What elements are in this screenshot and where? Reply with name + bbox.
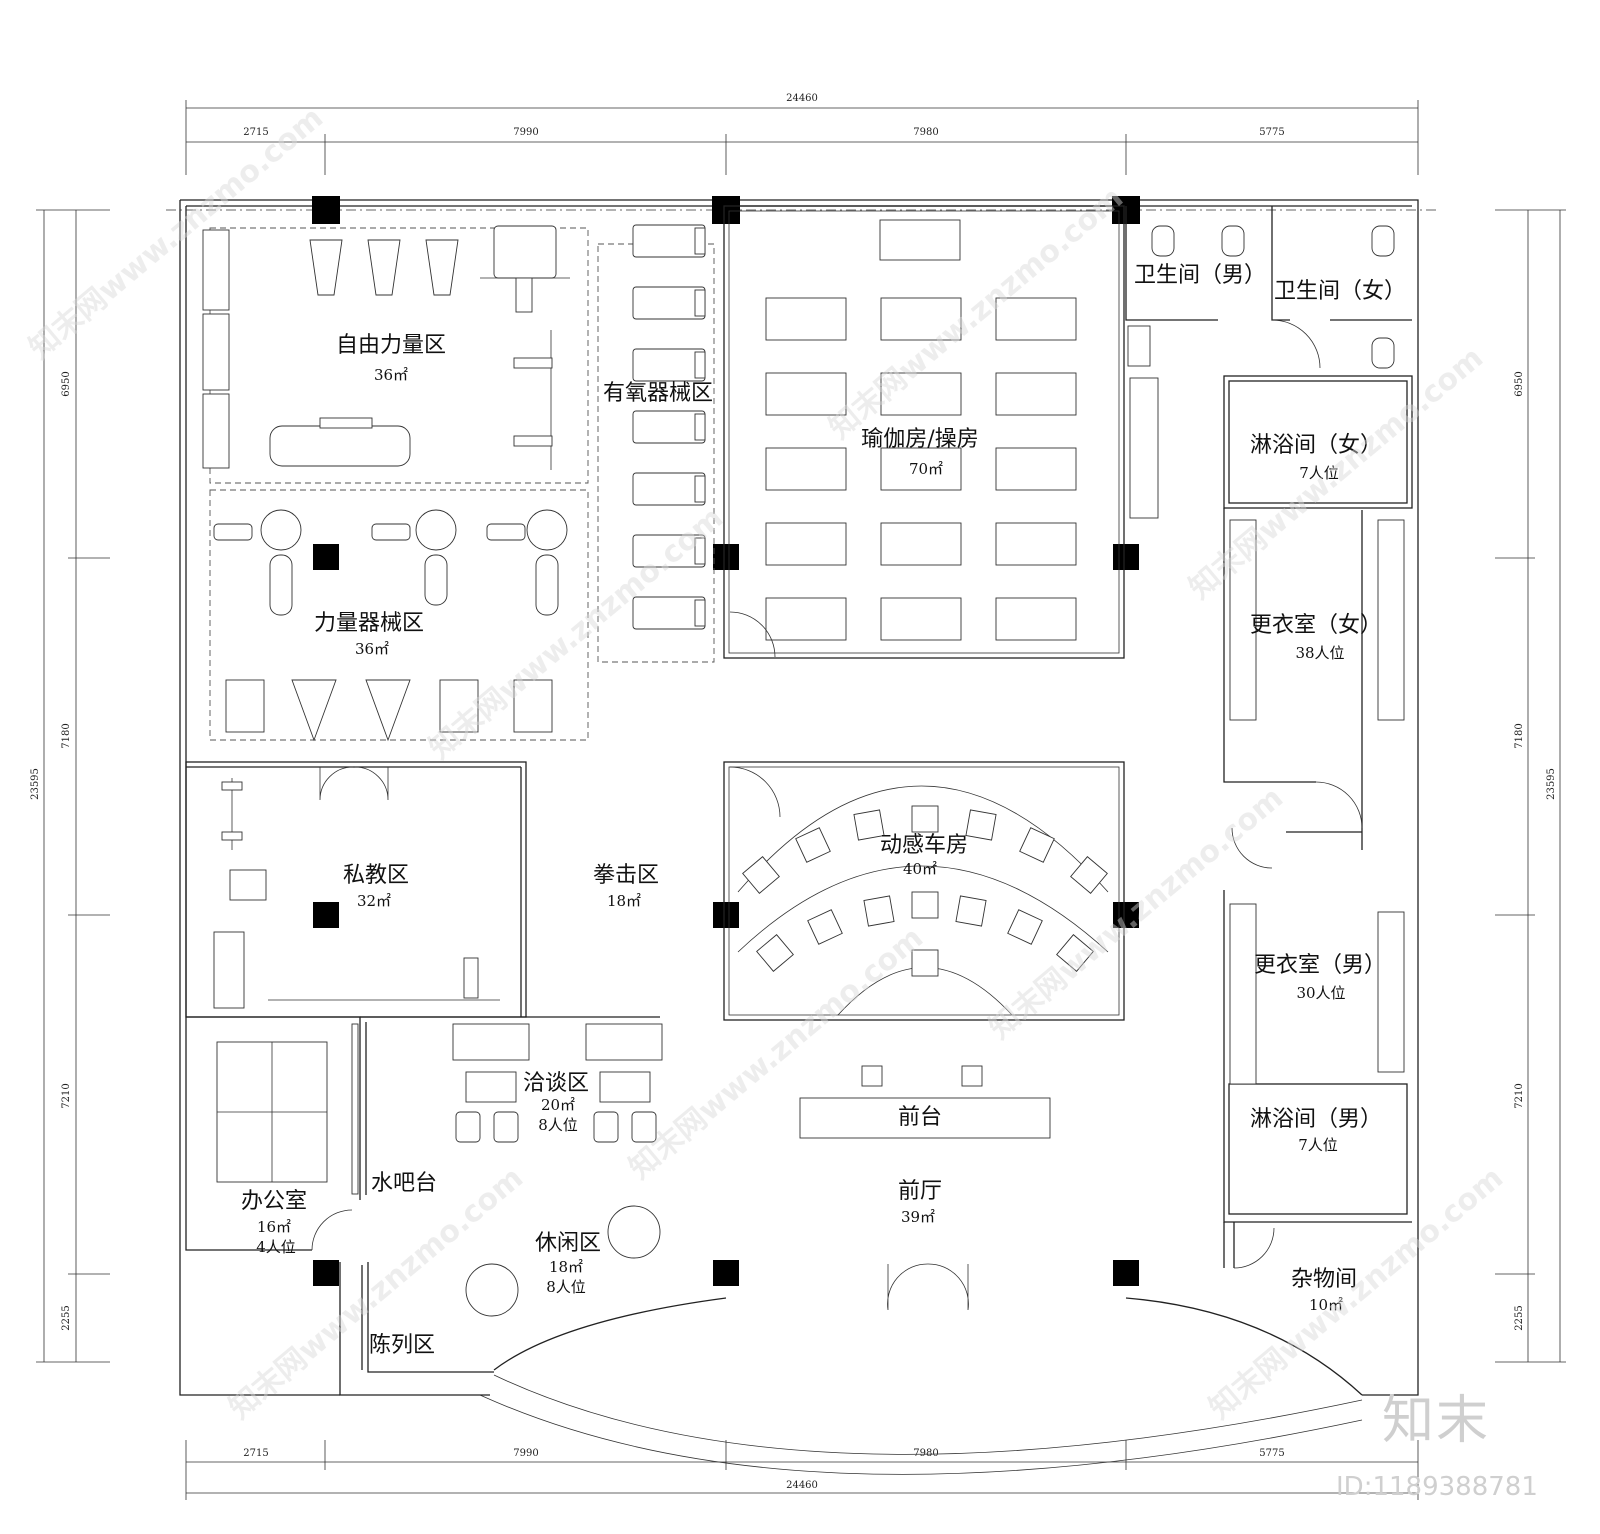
dim-y2-left: 7180 bbox=[61, 723, 72, 748]
area-negotiation: 20㎡ bbox=[541, 1096, 575, 1114]
treadmills bbox=[632, 224, 706, 630]
dim-total-width-bottom: 24460 bbox=[786, 1480, 818, 1491]
dim-x3-top: 7980 bbox=[913, 127, 938, 138]
dim-y1-right: 6950 bbox=[1514, 371, 1525, 396]
capacity-shower-men: 7人位 bbox=[1298, 1136, 1338, 1154]
capacity-office: 4人位 bbox=[256, 1238, 296, 1256]
dim-y4-right: 2255 bbox=[1514, 1305, 1525, 1330]
capacity-negotiation: 8人位 bbox=[538, 1116, 578, 1134]
label-wc-women: 卫生间（女） bbox=[1274, 279, 1406, 304]
dim-total-height-left: 23595 bbox=[30, 768, 41, 800]
label-reception: 前台 bbox=[898, 1105, 942, 1130]
label-office: 办公室 bbox=[241, 1189, 307, 1214]
area-boxing: 18㎡ bbox=[607, 892, 641, 910]
label-strength-machines: 力量器械区 bbox=[314, 611, 424, 636]
area-storage: 10㎡ bbox=[1309, 1296, 1343, 1314]
dim-x1-bottom: 2715 bbox=[243, 1448, 268, 1459]
dim-total-width-top: 24460 bbox=[786, 93, 818, 104]
personal-training-equipment bbox=[213, 778, 500, 1009]
area-lobby: 39㎡ bbox=[901, 1208, 935, 1226]
area-yoga: 70㎡ bbox=[909, 460, 943, 478]
interior-walls bbox=[185, 205, 1413, 1396]
dimension-lines-left: 23595 6950 7180 7210 2255 bbox=[30, 209, 110, 1363]
room-labels: 自由力量区 36㎡ 有氧器械区 瑜伽房/操房 70㎡ 卫生间（男） 卫生间（女）… bbox=[241, 263, 1406, 1358]
label-shower-women: 淋浴间（女） bbox=[1250, 433, 1382, 458]
capacity-lounge: 8人位 bbox=[546, 1278, 586, 1296]
area-strength-machines: 36㎡ bbox=[355, 640, 389, 658]
dim-x1-top: 2715 bbox=[243, 127, 268, 138]
label-cardio: 有氧器械区 bbox=[603, 381, 713, 406]
label-lobby: 前厅 bbox=[898, 1179, 942, 1204]
dimension-lines-bottom: 2715 7990 7980 5775 24460 bbox=[185, 1440, 1419, 1500]
label-water-bar: 水吧台 bbox=[371, 1171, 437, 1196]
dim-y1-left: 6950 bbox=[61, 371, 72, 396]
label-personal-training: 私教区 bbox=[343, 863, 409, 888]
capacity-locker-women: 38人位 bbox=[1295, 644, 1344, 662]
label-display: 陈列区 bbox=[369, 1333, 435, 1358]
zone-outlines bbox=[209, 227, 715, 741]
area-office: 16㎡ bbox=[257, 1218, 291, 1236]
yoga-mats bbox=[765, 219, 1077, 641]
label-locker-men: 更衣室（男） bbox=[1254, 953, 1386, 978]
area-personal-training: 32㎡ bbox=[357, 892, 391, 910]
strength-machines bbox=[213, 509, 568, 742]
structural-columns bbox=[312, 196, 1140, 1286]
label-storage: 杂物间 bbox=[1291, 1267, 1357, 1292]
dim-x3-bottom: 7980 bbox=[913, 1448, 938, 1459]
restroom-fixtures bbox=[1127, 225, 1405, 1085]
dim-x2-bottom: 7990 bbox=[513, 1448, 538, 1459]
dim-y3-left: 7210 bbox=[61, 1083, 72, 1108]
label-free-weights: 自由力量区 bbox=[336, 333, 446, 358]
dim-x2-top: 7990 bbox=[513, 127, 538, 138]
label-lounge: 休闲区 bbox=[535, 1231, 601, 1256]
capacity-locker-men: 30人位 bbox=[1296, 984, 1345, 1002]
spinning-bikes bbox=[737, 785, 1109, 1016]
image-id-watermark: ID:1189388781 bbox=[1336, 1472, 1538, 1502]
dim-total-height-right: 23595 bbox=[1546, 768, 1557, 800]
watermark-text: 知末网www.znzmo.com bbox=[823, 180, 1130, 446]
free-weight-equipment bbox=[202, 225, 570, 470]
label-locker-women: 更衣室（女） bbox=[1250, 613, 1382, 638]
dim-y3-right: 7210 bbox=[1514, 1083, 1525, 1108]
dim-x4-top: 5775 bbox=[1259, 127, 1284, 138]
area-lounge: 18㎡ bbox=[549, 1258, 583, 1276]
dim-y4-left: 2255 bbox=[61, 1305, 72, 1330]
label-yoga: 瑜伽房/操房 bbox=[861, 427, 978, 452]
label-boxing: 拳击区 bbox=[593, 863, 659, 888]
area-free-weights: 36㎡ bbox=[374, 366, 408, 384]
label-shower-men: 淋浴间（男） bbox=[1250, 1107, 1382, 1132]
dim-x4-bottom: 5775 bbox=[1259, 1448, 1284, 1459]
dimension-lines-top: 24460 2715 7990 7980 5775 bbox=[185, 93, 1419, 175]
dim-y2-right: 7180 bbox=[1514, 723, 1525, 748]
doors bbox=[311, 319, 1363, 1311]
watermark-text: 知末网www.znzmo.com bbox=[423, 500, 730, 766]
capacity-shower-women: 7人位 bbox=[1299, 464, 1339, 482]
watermark-text: 知末网www.znzmo.com bbox=[23, 100, 330, 366]
dimension-lines-right: 6950 7180 7210 2255 23595 bbox=[1495, 209, 1566, 1363]
brand-watermark: 知末 bbox=[1382, 1391, 1491, 1451]
label-spinning: 动感车房 bbox=[880, 833, 968, 858]
lobby-furniture bbox=[216, 1023, 1051, 1317]
label-wc-men: 卫生间（男） bbox=[1134, 263, 1266, 288]
area-spinning: 40㎡ bbox=[903, 860, 937, 878]
label-negotiation: 洽谈区 bbox=[523, 1071, 589, 1096]
